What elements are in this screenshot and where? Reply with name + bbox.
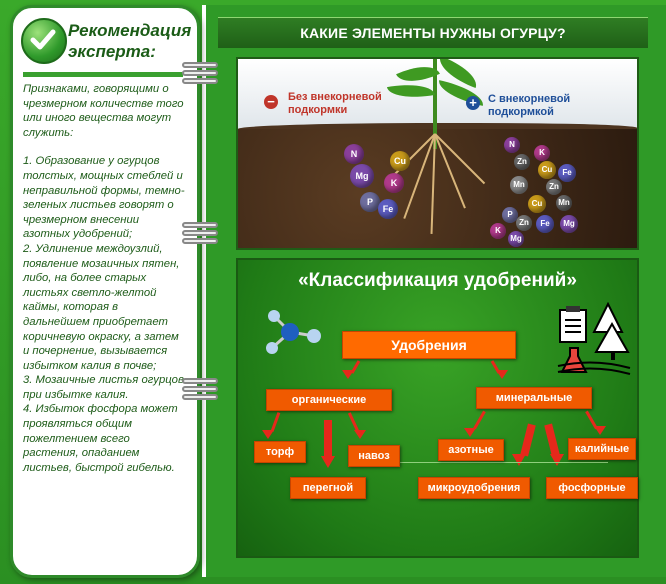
- card-divider: [23, 72, 183, 77]
- element-ball: Mg: [508, 231, 524, 247]
- soil-area: [238, 129, 637, 248]
- classification-title: «Классификация удобрений»: [298, 270, 577, 291]
- arrow: [496, 370, 508, 379]
- plant-stem: [433, 59, 437, 149]
- peat-node: торф: [254, 441, 306, 463]
- binder-rings-top: [182, 62, 220, 90]
- plus-icon: +: [466, 96, 480, 110]
- arrow: [520, 423, 536, 457]
- element-ball: K: [490, 223, 506, 239]
- with-feeding-label: С внекорневой подкормкой: [488, 93, 570, 119]
- element-ball: N: [504, 137, 520, 153]
- element-ball: Cu: [528, 195, 546, 213]
- nitrogen-node: азотные: [438, 439, 504, 461]
- card-paragraph: 2. Удлинение междоузлий, появление мозаи…: [23, 242, 180, 372]
- card-title-line1: Рекомендация: [68, 21, 192, 40]
- element-ball: Cu: [538, 161, 556, 179]
- element-ball: Mn: [556, 195, 572, 211]
- without-feeding-label: Без внекорневой подкормки: [288, 91, 382, 117]
- checkmark-icon: [21, 18, 67, 64]
- phosphorus-node: фосфорные: [546, 477, 638, 499]
- card-paragraph: 3. Мозаичные листья огурцов при избытке …: [23, 374, 184, 401]
- humus-node: перегной: [290, 477, 366, 499]
- card-paragraph: 1. Образование у огурцов толстых, мощных…: [23, 155, 185, 241]
- banner-title: КАКИЕ ЭЛЕМЕНТЫ НУЖНЫ ОГУРЦУ?: [300, 25, 566, 41]
- classification-panel: «Классификация удобрений» Удобрения орга…: [236, 258, 639, 558]
- arrow: [544, 423, 560, 457]
- arrow: [262, 430, 274, 439]
- arrow: [354, 430, 366, 439]
- element-ball: Cu: [390, 151, 410, 171]
- arrow: [347, 412, 360, 432]
- potassium-node: калийные: [568, 438, 636, 460]
- card-paragraph: Признаками, говорящими о чрезмерном коли…: [23, 83, 184, 139]
- without-label-line2: подкормки: [288, 104, 348, 116]
- soil-photo: − Без внекорневой подкормки + С внекорне…: [236, 57, 639, 250]
- organic-node: органические: [266, 389, 392, 411]
- mineral-node: минеральные: [476, 387, 592, 409]
- card-text: Признаками, говорящими о чрезмерном коли…: [23, 82, 185, 475]
- arrow: [464, 428, 476, 437]
- element-ball: N: [344, 144, 364, 164]
- molecule-icon: [266, 310, 321, 354]
- element-ball: P: [502, 207, 518, 223]
- card-paragraph: 4. Избыток фосфора может проявляться общ…: [23, 403, 178, 474]
- arrow: [321, 456, 335, 468]
- minus-icon: −: [264, 95, 278, 109]
- element-ball: Zn: [516, 215, 532, 231]
- element-ball: K: [534, 145, 550, 161]
- binder-rings-middle: [182, 222, 220, 250]
- element-ball: P: [360, 192, 380, 212]
- arrow: [512, 454, 526, 466]
- element-ball: Fe: [378, 199, 398, 219]
- card-title: Рекомендация эксперта:: [68, 20, 198, 62]
- manure-node: навоз: [348, 445, 400, 467]
- fertilizers-node: Удобрения: [342, 331, 516, 359]
- banner: КАКИЕ ЭЛЕМЕНТЫ НУЖНЫ ОГУРЦУ?: [218, 17, 648, 48]
- arrow: [270, 412, 281, 432]
- without-label-line1: Без внекорневой: [288, 91, 382, 103]
- element-ball: Zn: [546, 179, 562, 195]
- with-label-line2: подкормкой: [488, 106, 554, 118]
- card-title-line2: эксперта:: [68, 42, 156, 61]
- binder-rings-lower: [182, 378, 220, 406]
- element-ball: Fe: [536, 215, 554, 233]
- element-ball: Mn: [510, 176, 528, 194]
- element-ball: Mg: [560, 215, 578, 233]
- divider-line: [398, 462, 608, 463]
- element-ball: Fe: [558, 164, 576, 182]
- micro-node: микроудобрения: [418, 477, 530, 499]
- arrow: [324, 420, 332, 456]
- arrow: [550, 454, 564, 466]
- lab-icon: [557, 302, 631, 375]
- arrow: [594, 426, 606, 435]
- card-paragraph: [23, 140, 185, 154]
- arrow: [342, 370, 354, 379]
- element-ball: K: [384, 173, 404, 193]
- arrow: [473, 410, 486, 430]
- expert-card: Рекомендация эксперта: Признаками, говор…: [10, 5, 200, 578]
- with-label-line1: С внекорневой: [488, 93, 571, 105]
- element-ball: Zn: [514, 154, 530, 170]
- element-ball: Mg: [350, 164, 374, 188]
